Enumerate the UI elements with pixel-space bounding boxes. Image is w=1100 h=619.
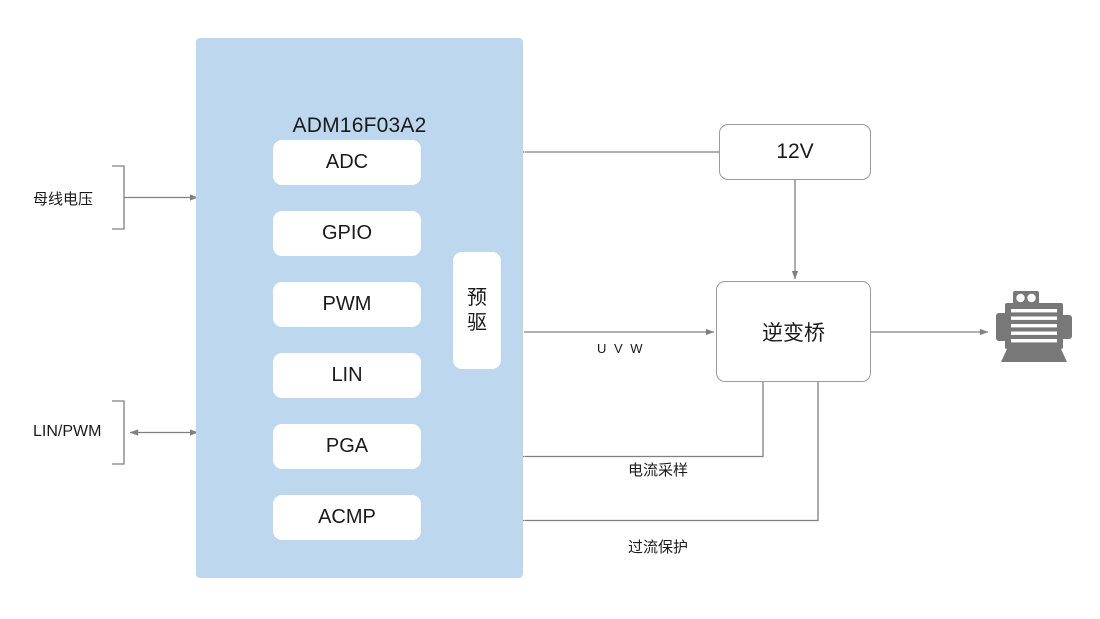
bus-voltage-label: 母线电压 [33, 191, 94, 208]
overcurrent-wire [516, 382, 819, 524]
module-label: PGA [325, 435, 369, 457]
module-label: GPIO [321, 222, 372, 244]
pre-driver-label-line1: 预 [467, 287, 487, 310]
module-label: ADC [325, 151, 369, 173]
pre-driver-label-line2: 驱 [467, 311, 487, 334]
motor-icon [996, 291, 1072, 362]
lin-pwm-bracket [112, 400, 125, 465]
phase-uvw-label: U V W [597, 341, 645, 356]
module-gpio[interactable]: GPIO [273, 211, 421, 256]
supply-12v-label: 12V [776, 140, 814, 163]
pre-driver-block[interactable]: 预 驱 [453, 252, 501, 369]
module-label: ACMP [318, 506, 376, 528]
inverter-bridge-block[interactable]: 逆变桥 [716, 281, 871, 382]
inverter-bridge-label: 逆变桥 [762, 321, 825, 345]
module-acmp[interactable]: ACMP [273, 495, 421, 540]
lin-pwm-label: LIN/PWM [33, 423, 102, 440]
module-pga[interactable]: PGA [273, 424, 421, 469]
module-adc[interactable]: ADC [273, 140, 421, 185]
current-sense-label: 电流采样 [628, 462, 689, 479]
bus-voltage-bracket [112, 165, 125, 230]
mcu-title: ADM16F03A2 [292, 114, 427, 137]
module-label: PWM [322, 293, 372, 315]
module-pwm[interactable]: PWM [273, 282, 421, 327]
current-sense-wire [516, 382, 764, 460]
module-lin[interactable]: LIN [273, 353, 421, 398]
overcurrent-label: 过流保护 [628, 539, 689, 556]
module-label: LIN [331, 364, 363, 386]
supply-12v-block[interactable]: 12V [719, 124, 871, 180]
